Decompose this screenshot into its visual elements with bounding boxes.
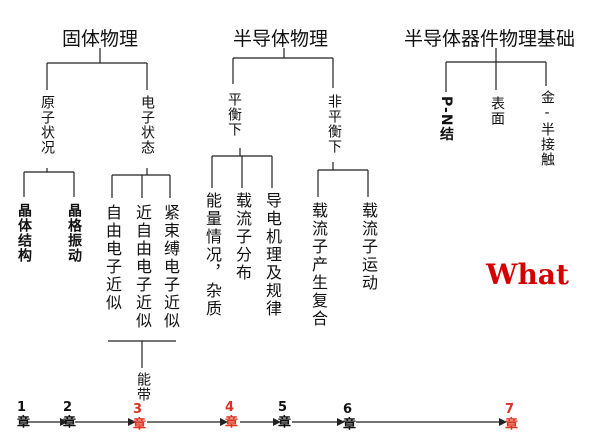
node-energy-impurity: 能量情况，杂质 <box>203 192 222 318</box>
node-tight-binding-approx: 紧束缚电子近似 <box>161 204 180 330</box>
chapter-7: 7章 <box>502 402 517 430</box>
node-conduction-mechanism: 导电机理及规律 <box>263 192 282 318</box>
node-carrier-generation-recombination: 载流子产生复合 <box>309 202 328 328</box>
chapter-4: 4章 <box>222 400 237 428</box>
header-solid-state-physics: 固体物理 <box>62 28 139 50</box>
node-lattice-vibration: 晶格振动 <box>66 203 82 263</box>
what-label: What <box>486 258 569 291</box>
node-surface: 表面 <box>489 96 505 126</box>
node-energy-band: 能带 <box>135 372 151 402</box>
node-carrier-distribution: 载流子分布 <box>233 192 252 282</box>
node-free-electron-approx: 自由电子近似 <box>103 204 122 312</box>
chapter-1: 1章 <box>14 400 29 428</box>
chapter-5: 5章 <box>275 400 290 428</box>
node-crystal-structure: 晶体结构 <box>16 203 32 263</box>
node-nearly-free-electron-approx: 近自由电子近似 <box>133 204 152 330</box>
node-nonequilibrium: 非平衡下 <box>326 94 342 154</box>
header-device-physics: 半导体器件物理基础 <box>404 28 576 50</box>
node-carrier-motion: 载流子运动 <box>359 202 378 292</box>
node-equilibrium: 平衡下 <box>226 92 242 137</box>
header-semiconductor-physics: 半导体物理 <box>233 28 329 50</box>
chapter-2: 2章 <box>60 400 75 428</box>
node-pn-junction: P-N结 <box>438 96 454 142</box>
node-metal-semiconductor-contact: 金-半接触 <box>539 90 555 167</box>
node-atom-state: 原子状况 <box>39 95 55 155</box>
chapter-6: 6章 <box>340 402 355 430</box>
chapter-3: 3章 <box>130 402 145 430</box>
node-electron-state: 电子状态 <box>139 95 155 155</box>
